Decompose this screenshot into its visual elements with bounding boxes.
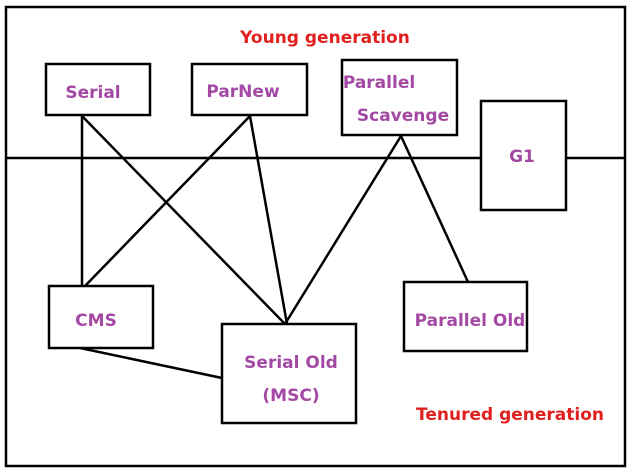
connector-parnew-cms bbox=[84, 115, 251, 287]
parallel-old-box bbox=[402, 280, 529, 353]
connectors bbox=[79, 115, 470, 380]
tenured-generation-label: Tenured generation bbox=[416, 405, 604, 425]
parallel-scavenge-label-line2: Scavenge bbox=[357, 106, 449, 126]
outer-frame bbox=[4, 5, 627, 468]
g1-label: G1 bbox=[509, 147, 535, 167]
cms-box bbox=[47, 284, 155, 350]
g1-box bbox=[479, 99, 568, 212]
serial-label: Serial bbox=[65, 83, 120, 103]
connector-parallel-scavenge-parallel-old bbox=[399, 135, 470, 283]
cms-label: CMS bbox=[75, 311, 117, 331]
serial-old-label-line1: Serial Old bbox=[244, 353, 338, 373]
connector-parnew-serial-old bbox=[248, 115, 289, 325]
serial-box bbox=[44, 62, 152, 117]
connector-parallel-scavenge-serial-old bbox=[283, 135, 403, 325]
parallel-scavenge-box bbox=[340, 58, 459, 137]
serial-old-label-line2: (MSC) bbox=[262, 386, 319, 406]
parallel-scavenge-label-line1: Parallel bbox=[343, 73, 415, 93]
parnew-box bbox=[190, 62, 309, 117]
connector-serial-serial-old bbox=[81, 115, 286, 325]
serial-old-box bbox=[220, 322, 358, 425]
parnew-label: ParNew bbox=[206, 82, 280, 102]
node-boxes bbox=[44, 58, 568, 425]
connector-cms-serial-old bbox=[79, 346, 223, 380]
parallel-old-label: Parallel Old bbox=[415, 311, 526, 331]
young-generation-label: Young generation bbox=[239, 28, 410, 48]
node-labels: Serial ParNew Parallel Scavenge G1 CMS S… bbox=[65, 73, 535, 406]
